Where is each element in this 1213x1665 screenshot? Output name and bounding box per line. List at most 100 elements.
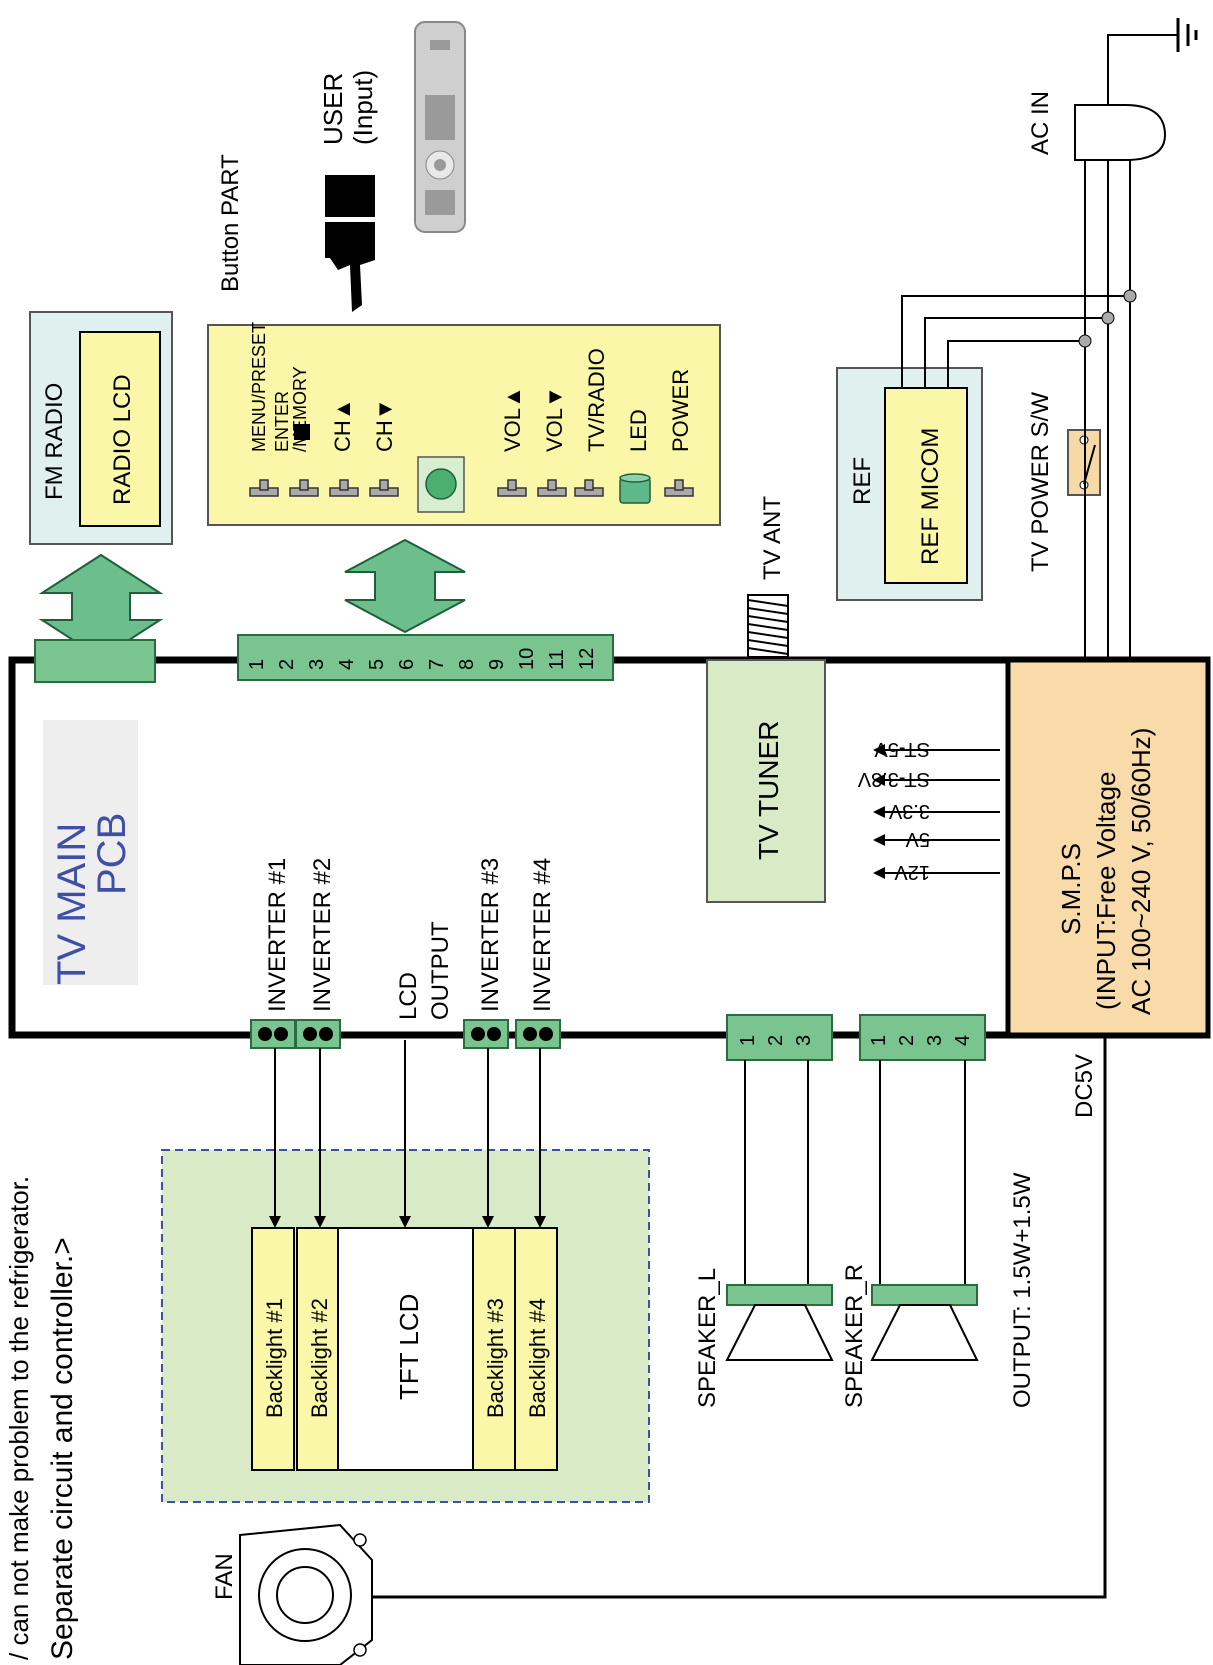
- voltage-label-0: ST-5V: [874, 738, 930, 760]
- connector-pin-11: 11: [546, 649, 568, 670]
- smps-range: AC 100~240 V, 50/60Hz): [1126, 728, 1156, 1015]
- junction-dot-2: [1102, 312, 1114, 324]
- led-icon: [620, 474, 650, 503]
- inverter-pin-dot: [258, 1027, 272, 1041]
- speaker-r-label: SPEAKER_R: [841, 1264, 868, 1408]
- connector-pin-8: 8: [456, 659, 478, 670]
- backlight-label-1: Backlight #1: [262, 1298, 287, 1418]
- inverter-pin-dot: [319, 1027, 333, 1041]
- connector-pin-10: 10: [516, 648, 538, 670]
- user-input-label: (Input): [348, 70, 378, 145]
- inverter-pin-dot: [523, 1027, 537, 1041]
- inverter-connector-1: [251, 1020, 295, 1048]
- voltage-label-1: ST-3.3V: [857, 768, 930, 790]
- button-part-block: MENU/PRESET ENTER /MEMORY CH▲ CH▼ VOL▲ V…: [208, 322, 720, 525]
- main-pcb-label-line2: PCB: [90, 813, 134, 895]
- voltage-label-3: 5V: [905, 828, 930, 850]
- inverter-pin-dot: [539, 1027, 553, 1041]
- main-pcb-label-line1: TV MAIN: [50, 823, 94, 985]
- radio-lcd-label: RADIO LCD: [109, 374, 136, 505]
- connector-pin-6: 6: [396, 659, 418, 670]
- inverter-pin-dot: [303, 1027, 317, 1041]
- backlight-label-2: Backlight #2: [307, 1298, 332, 1418]
- ground-icon: [1108, 18, 1196, 105]
- ref-title: REF: [849, 457, 876, 505]
- ref-block: REF REF MICOM: [837, 368, 982, 600]
- button-part-title: Button PART: [217, 154, 244, 292]
- connector-pin-1: 1: [246, 659, 268, 670]
- lcd-output-label-2: OUTPUT: [427, 921, 454, 1020]
- backlight-label-3: Backlight #3: [483, 1298, 508, 1418]
- inverter-connector-3: [464, 1020, 508, 1048]
- speaker-l-pin-2: 2: [765, 1035, 787, 1046]
- speaker-r-pin-4: 4: [952, 1035, 974, 1046]
- speaker-r-pin-2: 2: [896, 1035, 918, 1046]
- speaker-l-pin-3: 3: [793, 1035, 815, 1046]
- voltage-label-2: 3.3V: [888, 800, 930, 822]
- inverter-label-3: INVERTER #3: [477, 858, 504, 1012]
- fan-icon: [240, 1525, 372, 1665]
- button-label-power: POWER: [668, 369, 693, 452]
- enter-button-marker: [294, 424, 310, 440]
- note-line-1: / can not make problem to the refrigerat…: [4, 1176, 34, 1660]
- smps-input: (INPUT:Free Voltage: [1091, 772, 1121, 1010]
- speaker-r-pin-3: 3: [924, 1035, 946, 1046]
- user-label: USER: [318, 73, 348, 145]
- remote-control-icon: [415, 22, 465, 232]
- button-label-enter: ENTER: [272, 391, 292, 452]
- connector-pin-9: 9: [486, 659, 508, 670]
- connector-pin-4: 4: [336, 659, 358, 670]
- speaker-l-wires: [745, 1060, 808, 1290]
- output-power-label: OUTPUT: 1.5W+1.5W: [1009, 1172, 1036, 1408]
- button-part-link-arrow: [345, 540, 465, 632]
- connector-pin-2: 2: [276, 659, 298, 670]
- backlight-label-4: Backlight #4: [525, 1298, 550, 1418]
- button-label-vol-down: VOL▼: [542, 386, 567, 452]
- speaker-l-pin-1: 1: [737, 1035, 759, 1046]
- inverter-connector-2: [296, 1020, 340, 1048]
- speaker-r-pin-1: 1: [868, 1035, 890, 1046]
- speaker-r-icon: [872, 1285, 977, 1360]
- button-label-vol-up: VOL▲: [500, 386, 525, 452]
- connector-pin-3: 3: [306, 659, 328, 670]
- junction-dot-1: [1124, 290, 1136, 302]
- smps-title: S.M.P.S: [1056, 843, 1086, 935]
- inverter-pin-dot: [274, 1027, 288, 1041]
- ac-in-label: AC IN: [1027, 91, 1054, 155]
- inverter-connector-4: [516, 1020, 560, 1048]
- voltage-label-4: 12V: [894, 861, 930, 883]
- tv-ant-label: TV ANT: [759, 496, 786, 580]
- inverter-pin-dot: [487, 1027, 501, 1041]
- inverter-label-4: INVERTER #4: [529, 858, 556, 1012]
- pointing-hand-icon: [325, 175, 375, 312]
- antenna-coil-icon: [748, 595, 788, 657]
- fm-radio-connector: [35, 640, 155, 682]
- ac-plug-icon: [1075, 105, 1165, 160]
- connector-pin-5: 5: [366, 659, 388, 670]
- note-line-2: Separate circuit and controller.>: [46, 1237, 79, 1660]
- ir-receiver-icon: [418, 457, 464, 512]
- button-label-ch-up: CH▲: [330, 398, 355, 452]
- junction-dot-3: [1079, 335, 1091, 347]
- lcd-output-label-1: LCD: [395, 972, 422, 1020]
- fm-radio-block: FM RADIO RADIO LCD: [30, 312, 172, 544]
- speaker-r-wires: [880, 1060, 965, 1290]
- fan-label: FAN: [211, 1553, 238, 1600]
- inverter-pin-dot: [471, 1027, 485, 1041]
- tv-tuner-label: TV TUNER: [753, 721, 784, 861]
- fm-radio-title: FM RADIO: [41, 383, 68, 500]
- ref-micom-label: REF MICOM: [917, 428, 944, 565]
- button-label-ch-down: CH▼: [372, 398, 397, 452]
- tft-lcd-label: TFT LCD: [394, 1294, 424, 1400]
- inverter-label-2: INVERTER #2: [309, 858, 336, 1012]
- button-label-tv-radio: TV/RADIO: [584, 348, 609, 452]
- inverter-label-1: INVERTER #1: [264, 858, 291, 1012]
- button-label-menu-preset: MENU/PRESET: [249, 322, 269, 452]
- dc5v-label: DC5V: [1071, 1054, 1098, 1118]
- tv-power-sw-label: TV POWER S/W: [1027, 392, 1054, 572]
- connector-pin-12: 12: [576, 648, 598, 670]
- speaker-l-icon: [727, 1285, 832, 1360]
- speaker-l-label: SPEAKER_L: [694, 1268, 721, 1408]
- button-label-led: LED: [626, 409, 651, 452]
- connector-pin-7: 7: [426, 659, 448, 670]
